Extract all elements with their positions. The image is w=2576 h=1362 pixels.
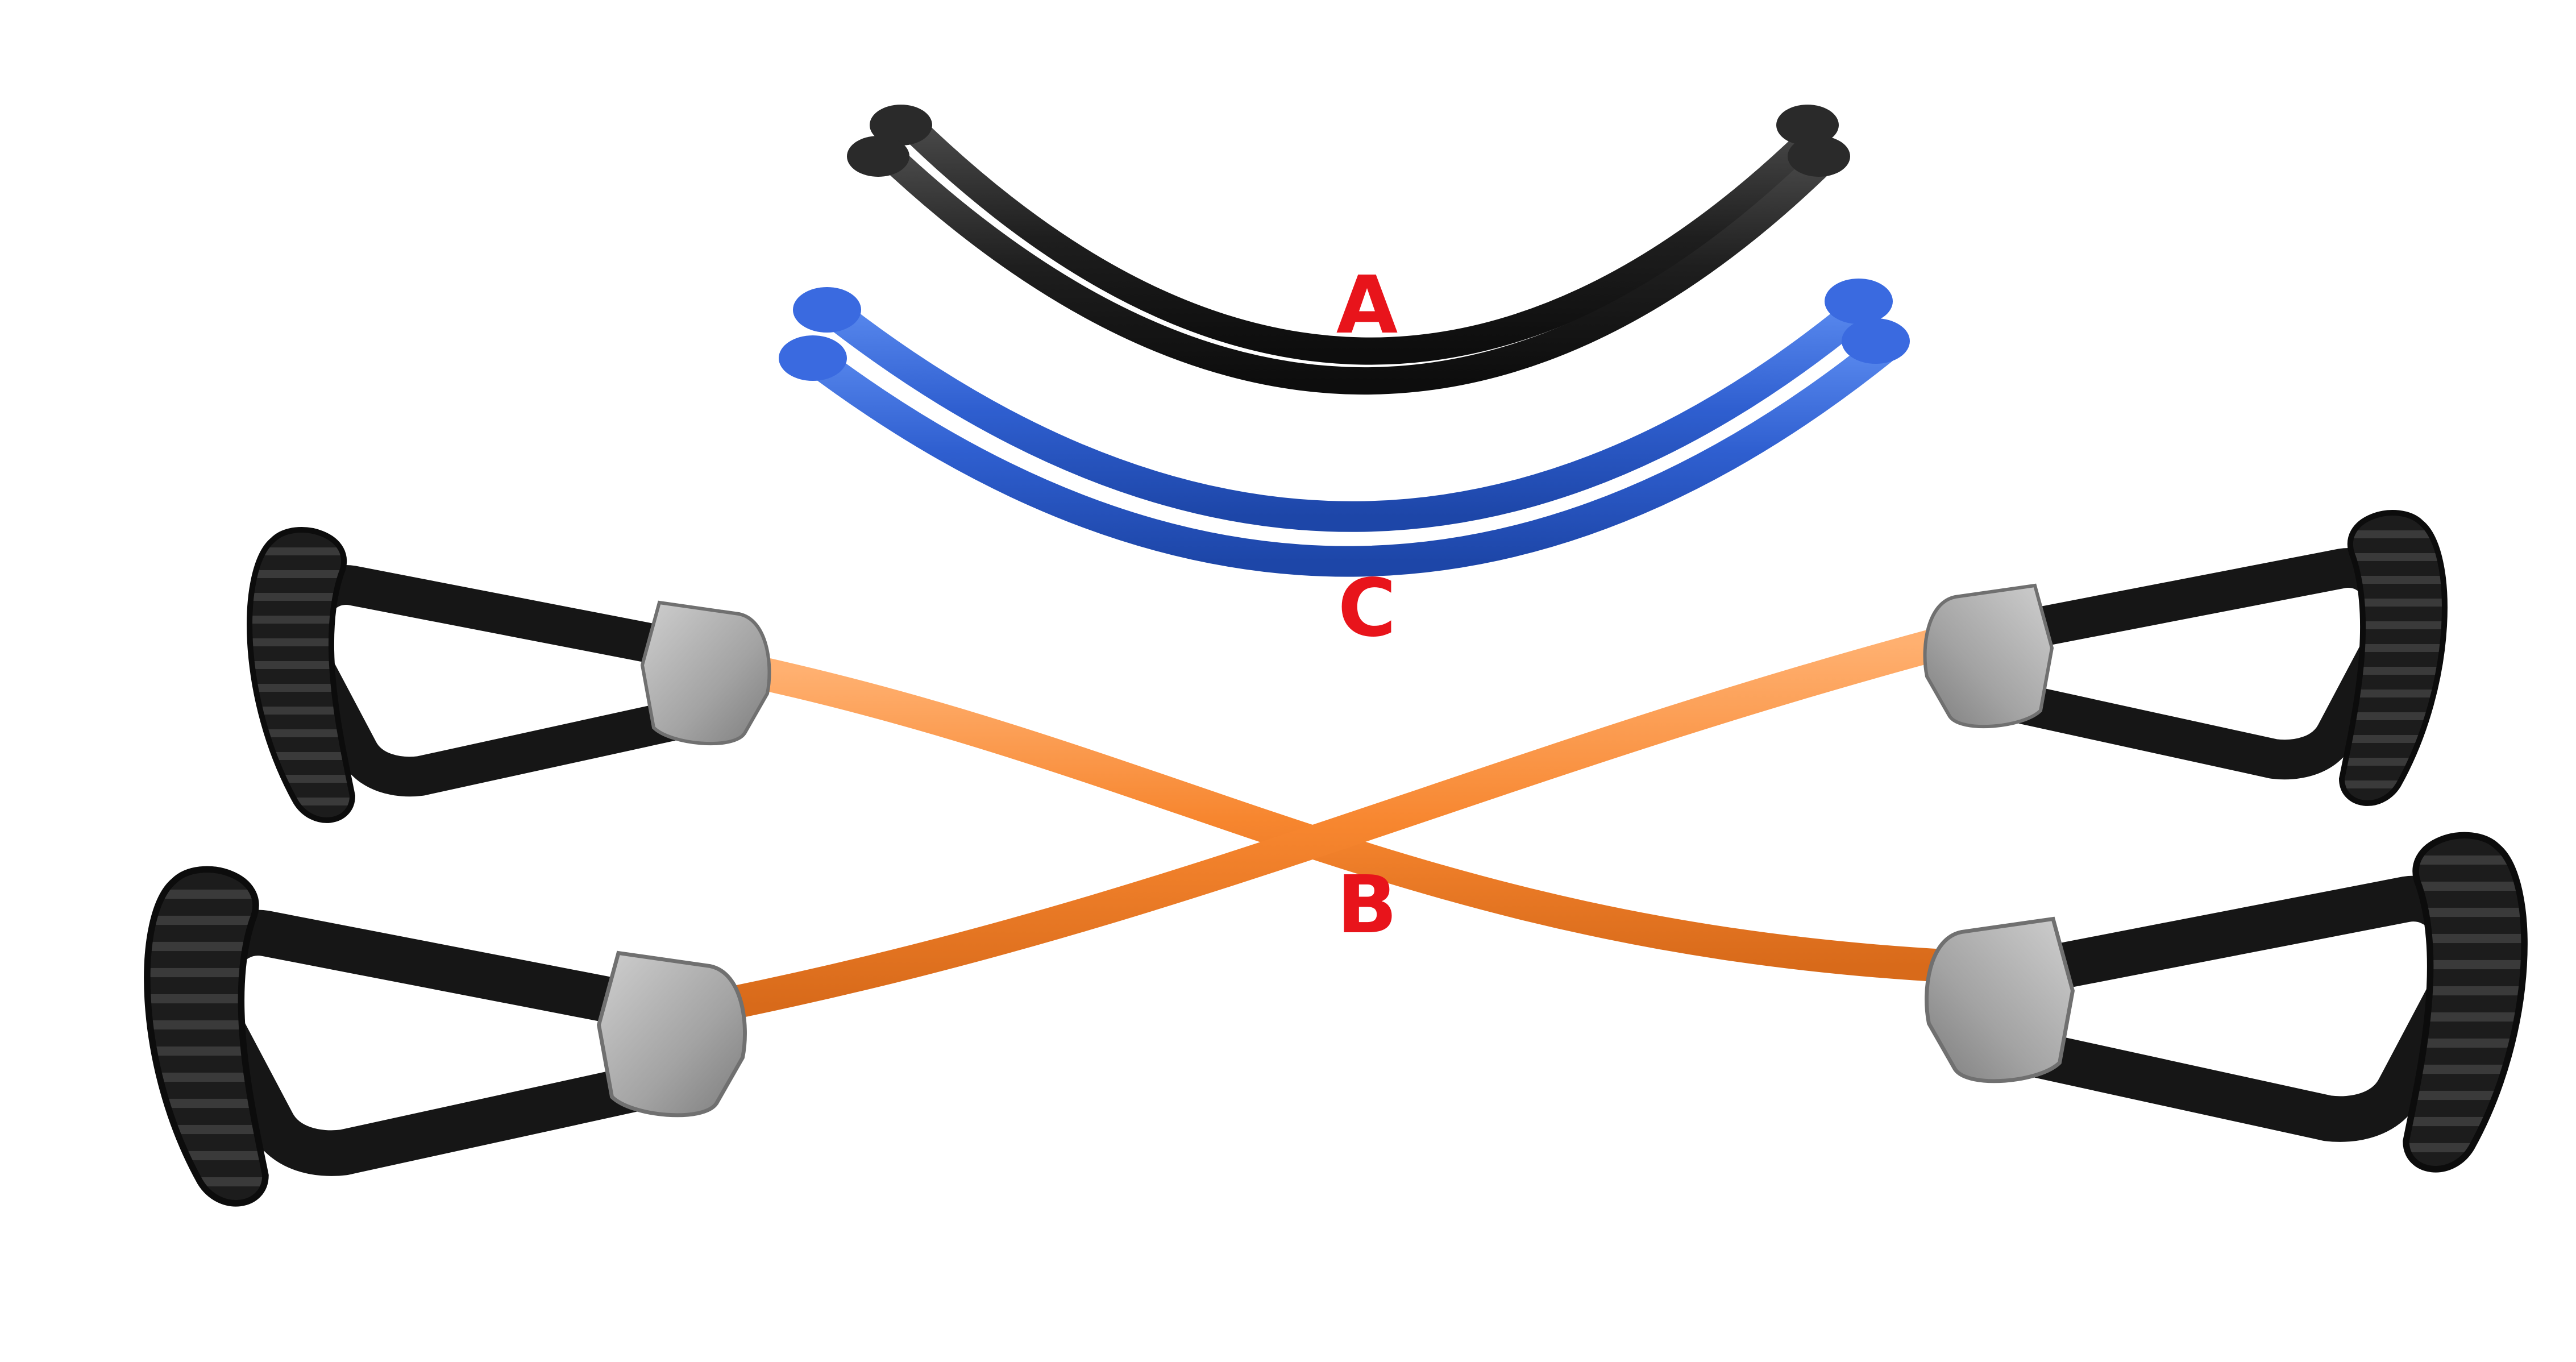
handle-top-right [1925, 513, 2445, 803]
handle-bottom-right [1926, 835, 2524, 1169]
tube-c [779, 279, 1910, 577]
tube-b [700, 626, 1972, 1023]
handle-top-left [250, 530, 769, 820]
label-a: A [1336, 259, 1398, 352]
tube-a [847, 105, 1850, 395]
label-c: C [1338, 562, 1397, 655]
handle-bottom-left [147, 869, 745, 1203]
label-b: B [1337, 859, 1398, 952]
